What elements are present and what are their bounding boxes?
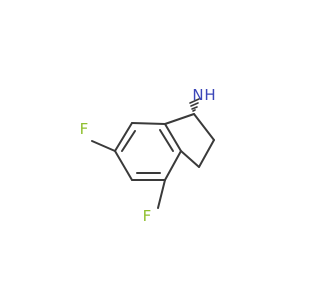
structure-diagram: N H F F	[80, 86, 216, 225]
bond-c3a-c7a	[164, 123, 182, 152]
bond-c2-c3	[198, 139, 215, 168]
atom-n-label: N	[192, 86, 203, 104]
wedge-hash-3	[191, 106, 198, 110]
bond-c7-c6	[114, 122, 133, 152]
wedge-hash-4	[190, 102, 199, 107]
bond-c7-c7a	[131, 122, 166, 125]
wedge-hash-5	[189, 98, 200, 104]
bonds	[91, 98, 215, 209]
wedge-hash-2	[192, 109, 196, 112]
hashed-wedge-bond-c1-n	[189, 98, 200, 115]
bond-c1-c2	[193, 113, 215, 141]
atom-f6-label: F	[80, 120, 89, 138]
atom-h-label: H	[204, 86, 215, 104]
bond-c6-f	[91, 140, 116, 152]
bond-c4-c3a	[164, 150, 182, 181]
bond-c4-f	[157, 179, 166, 209]
bond-c6-c5	[114, 150, 133, 181]
atom-f4-label: F	[143, 207, 152, 225]
bond-c3-c3a	[180, 150, 200, 168]
bond-c7-c6-inner	[121, 130, 136, 152]
bond-c3a-c7a-inner	[159, 129, 174, 152]
bond-c7a-c1	[164, 113, 195, 125]
atom-labels: N H F F	[80, 86, 216, 225]
